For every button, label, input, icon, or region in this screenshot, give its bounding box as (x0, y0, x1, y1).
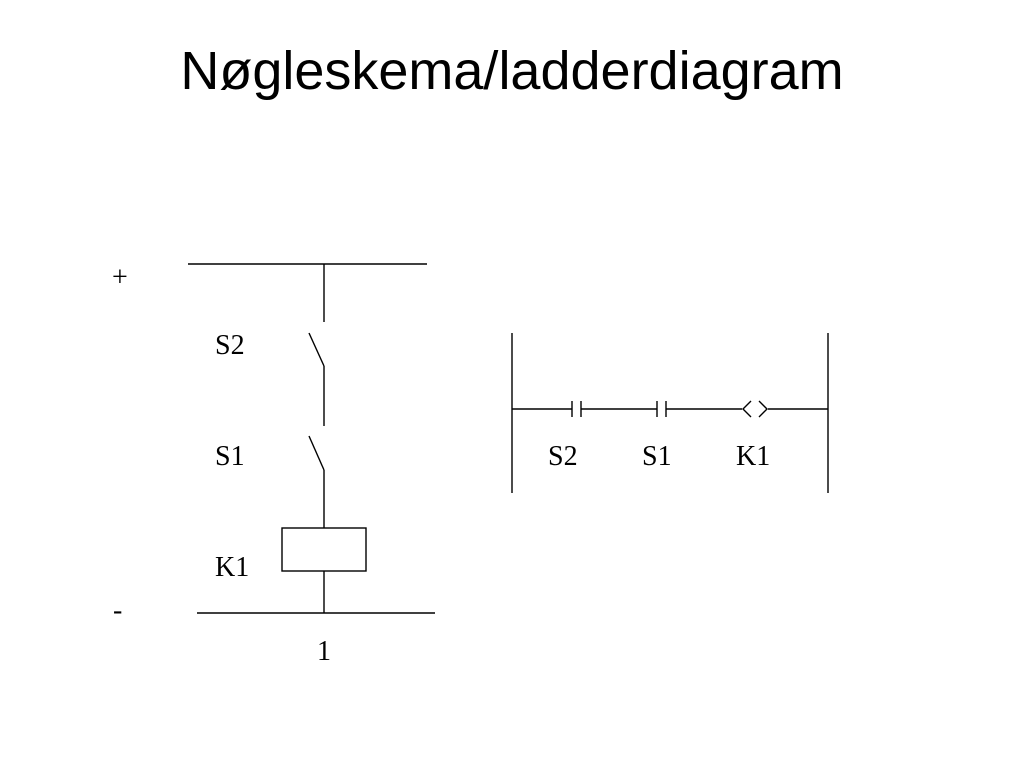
ladder-diagram: S2 S1 K1 (511, 333, 829, 493)
page-title: Nøgleskema/ladderdiagram (180, 41, 844, 101)
line-number-label: 1 (317, 636, 331, 667)
coil-k1 (281, 527, 367, 572)
key-diagram: + S2 S1 K1 - 1 (112, 262, 435, 667)
coil-k1-label: K1 (215, 552, 249, 583)
switch-s1-label: S1 (215, 441, 245, 472)
switch-s2-blade (308, 332, 325, 367)
contact-s2-label: S2 (548, 441, 578, 472)
coil-k1-ladder-label: K1 (736, 441, 770, 472)
switch-s1-blade (308, 435, 325, 471)
contact-s1-label: S1 (642, 441, 672, 472)
contact-s2 (571, 401, 582, 417)
minus-rail-label: - (113, 595, 122, 626)
contact-s1 (656, 401, 667, 417)
coil-k1-ladder (742, 400, 768, 418)
plus-rail-label: + (112, 262, 128, 293)
switch-s2-label: S2 (215, 330, 245, 361)
